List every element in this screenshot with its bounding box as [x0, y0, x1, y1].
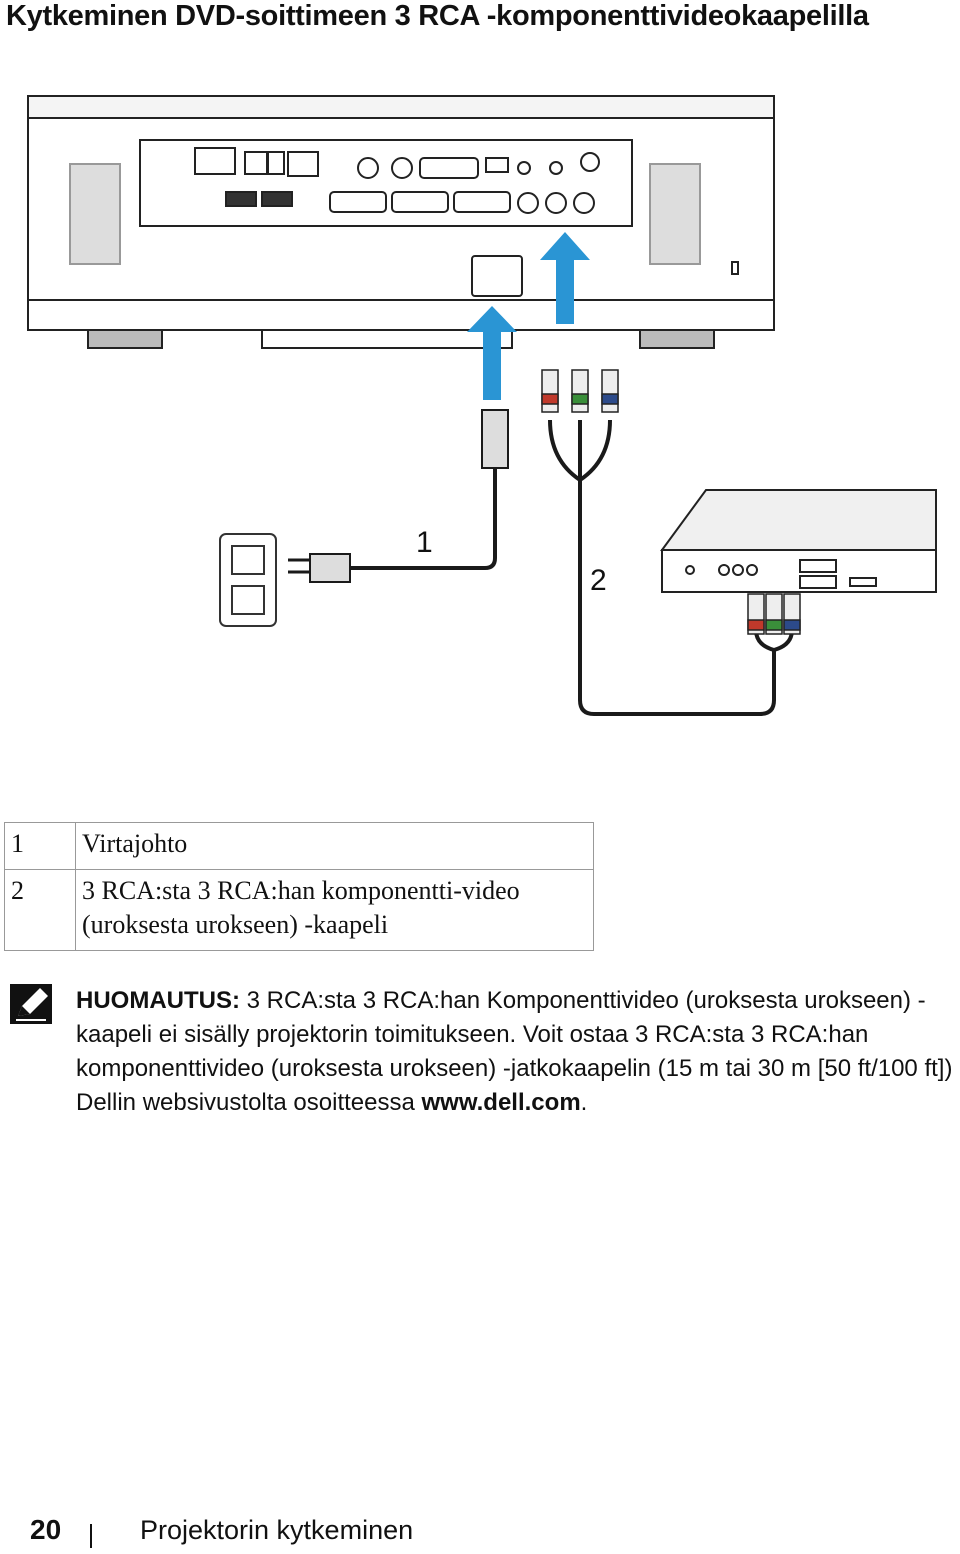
- legend-number: 1: [4, 822, 76, 870]
- note-text: 3 RCA:sta 3 RCA:han Komponenttivideo (ur…: [76, 987, 953, 1116]
- legend-number: 2: [4, 869, 76, 951]
- note-end: .: [580, 1089, 588, 1116]
- power-cable: [288, 409, 509, 583]
- legend-text: 3 RCA:sta 3 RCA:han komponentti-video (u…: [75, 869, 594, 951]
- pencil-note-icon: [10, 984, 52, 1024]
- page-number: 20: [30, 1514, 62, 1545]
- dvd-player: [660, 489, 937, 593]
- arrow-icons: [467, 232, 590, 400]
- footer-divider: [90, 1524, 92, 1548]
- legend-table: 1 Virtajohto 2 3 RCA:sta 3 RCA:han kompo…: [4, 822, 594, 951]
- component-cable: [548, 419, 794, 716]
- wall-outlet-icon: [219, 533, 277, 627]
- callout-1: 1: [416, 526, 433, 559]
- table-row: 1 Virtajohto: [4, 822, 594, 870]
- dell-website-link[interactable]: www.dell.com: [421, 1089, 581, 1116]
- legend-text: Virtajohto: [75, 822, 594, 870]
- footer-section-title: Projektorin kytkeminen: [140, 1515, 414, 1545]
- connection-diagram: 1 2: [0, 60, 960, 740]
- note-paragraph: HUOMAUTUS: 3 RCA:sta 3 RCA:han Komponent…: [76, 984, 956, 1120]
- page-title: Kytkeminen DVD-soittimeen 3 RCA -kompone…: [6, 0, 869, 32]
- callout-2: 2: [590, 564, 607, 597]
- rca-plugs-top: [541, 369, 619, 413]
- note-label: HUOMAUTUS:: [76, 987, 240, 1014]
- table-row: 2 3 RCA:sta 3 RCA:han komponentti-video …: [4, 869, 594, 951]
- rca-plugs-bottom: [747, 593, 801, 635]
- projector: [27, 95, 775, 349]
